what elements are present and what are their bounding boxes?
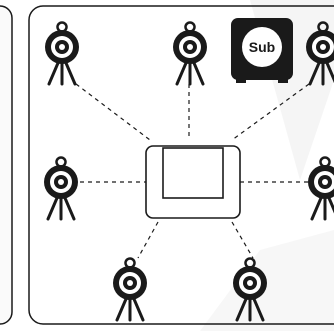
connection-line-rear-right <box>231 221 254 259</box>
subwoofer-label: Sub <box>249 39 275 55</box>
background-streak <box>200 230 334 331</box>
speaker-icon <box>171 21 209 86</box>
receiver-icon <box>145 145 241 219</box>
connection-line-front-left <box>75 83 151 141</box>
connection-line-rear-left <box>137 221 159 259</box>
speaker-icon <box>43 21 81 86</box>
diagram-panel <box>28 5 334 325</box>
speaker-icon <box>42 156 80 221</box>
speaker-icon <box>306 156 334 221</box>
subwoofer-icon: Sub <box>231 18 293 83</box>
speaker-icon <box>111 257 149 322</box>
left-panel-edge <box>0 5 13 325</box>
